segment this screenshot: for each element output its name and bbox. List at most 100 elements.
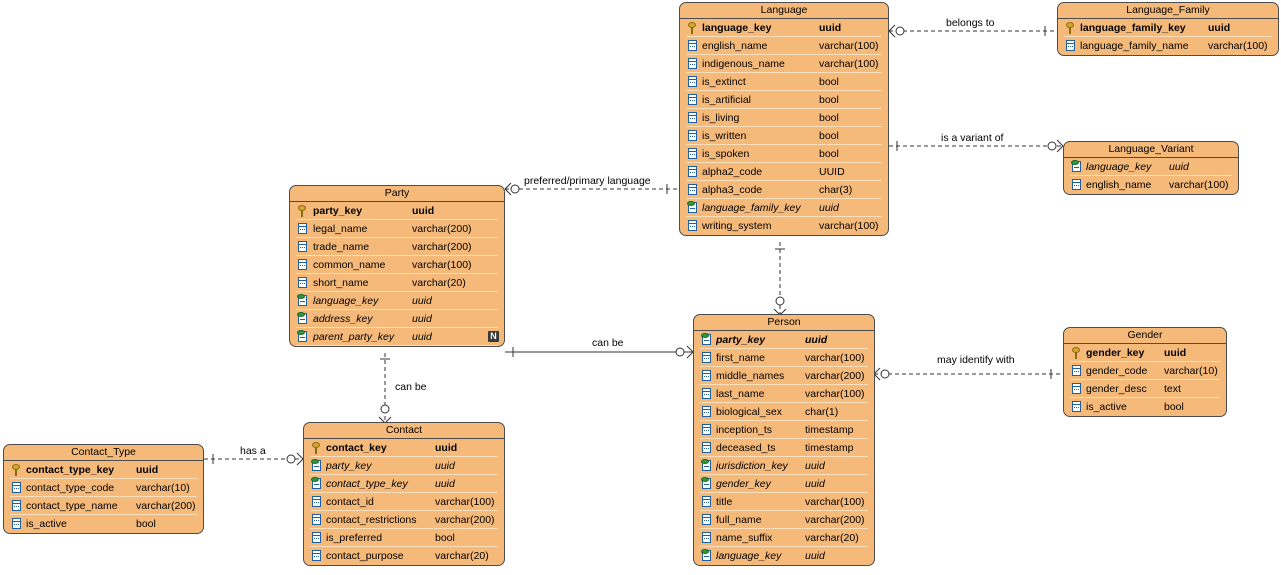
rel-contact-type-line <box>204 452 304 466</box>
primary-key-icon <box>312 442 320 454</box>
entity-title: Language <box>680 3 888 19</box>
foreign-key-icon <box>297 312 307 324</box>
column-icon <box>12 518 21 529</box>
column-name: is_living <box>702 112 740 124</box>
foreign-key-icon <box>687 201 697 213</box>
column-type: uuid <box>805 334 828 346</box>
column-type: char(1) <box>805 406 839 418</box>
column-icon <box>702 496 711 507</box>
foreign-key-icon <box>297 294 307 306</box>
rel-preferred-language-label: preferred/primary language <box>524 175 651 187</box>
column-name: contact_type_key <box>326 478 408 490</box>
foreign-key-icon <box>701 549 711 561</box>
column-name: title <box>716 496 733 508</box>
column-type: uuid <box>136 464 159 476</box>
column-icon <box>312 550 321 561</box>
column-icon <box>688 40 697 51</box>
column-icon <box>298 223 307 234</box>
column-icon <box>298 259 307 270</box>
column-type: bool <box>435 532 455 544</box>
column-icon <box>688 220 697 231</box>
column-icon <box>702 388 711 399</box>
column-icon <box>1072 179 1081 190</box>
column-icon <box>688 112 697 123</box>
column-name: gender_key <box>1086 347 1145 359</box>
column-icon <box>702 442 711 453</box>
column-icon <box>12 500 21 511</box>
foreign-key-icon <box>311 459 321 471</box>
foreign-key-icon <box>297 330 307 342</box>
column-name: party_key <box>326 460 372 472</box>
column-type: varchar(200) <box>412 223 472 235</box>
column-name: english_name <box>1086 179 1152 191</box>
column-type: uuid <box>805 478 825 490</box>
column-icon <box>1072 401 1081 412</box>
column-name: language_key <box>313 295 379 307</box>
rel-party-person-label: can be <box>592 337 624 349</box>
rel-party-contact-line <box>378 353 392 424</box>
column-type: uuid <box>819 202 839 214</box>
column-type: uuid <box>1208 22 1231 34</box>
